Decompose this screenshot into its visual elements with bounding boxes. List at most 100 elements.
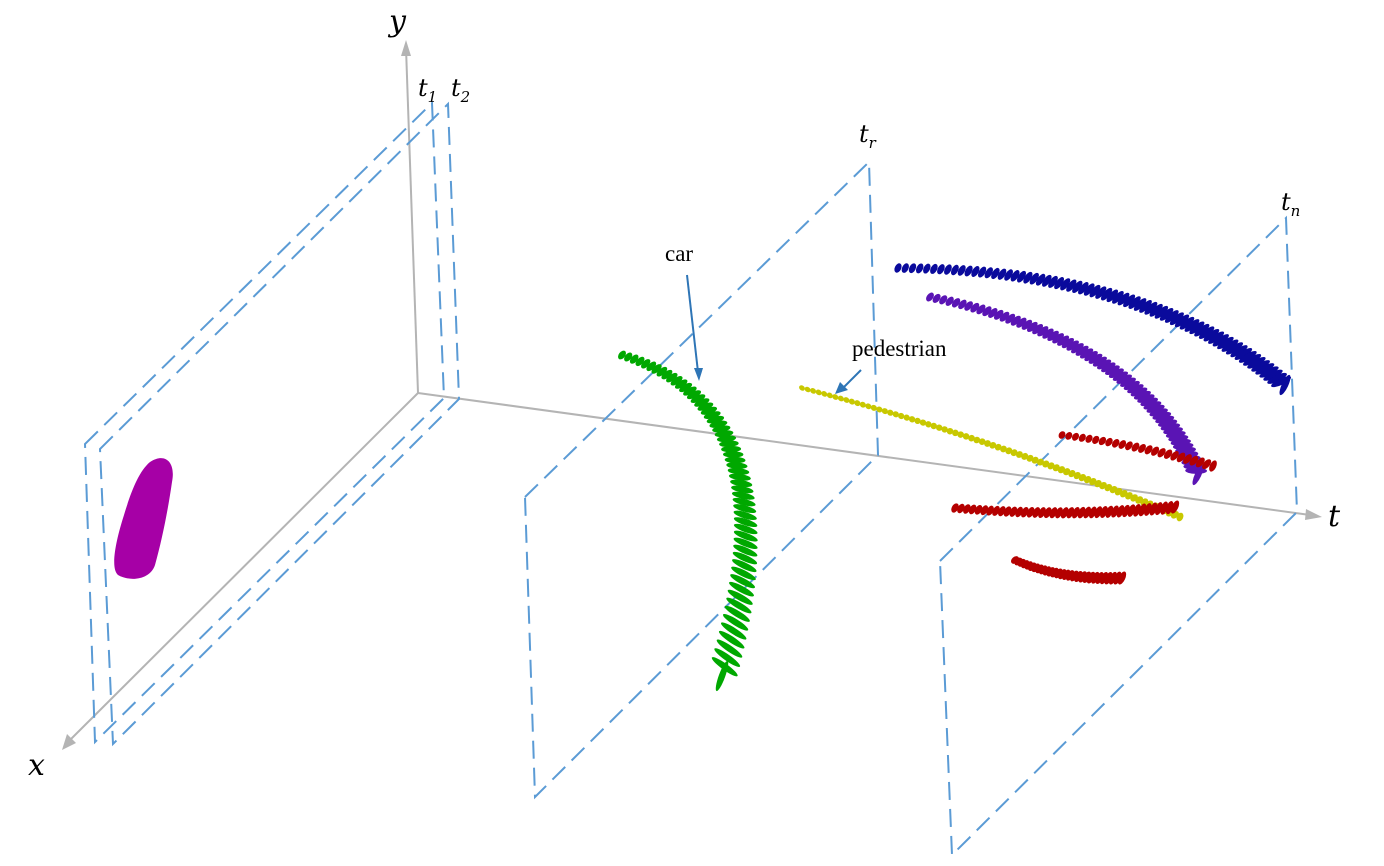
track-blue-frame-mark (1159, 308, 1174, 321)
pedestrian-frame-mark (1037, 458, 1044, 466)
pedestrian-frame-mark (914, 417, 921, 425)
track-blue-frame-mark (1221, 339, 1239, 352)
track-purple-frame-mark (1192, 464, 1204, 486)
car-frame-mark (618, 350, 626, 360)
pedestrian-frame-mark (804, 386, 811, 393)
track-blue-frame-mark (1139, 300, 1152, 313)
track-blue-frame-mark (1238, 350, 1257, 363)
track-purple-frame-mark (939, 295, 948, 305)
pedestrian-frame-mark (989, 441, 997, 449)
pedestrian-frame-mark (859, 401, 866, 408)
track-blue-frame-mark (1023, 271, 1033, 284)
label-t1: t1 (418, 74, 437, 106)
track-red-1-track (1058, 431, 1217, 472)
pedestrian-frame-mark (870, 404, 877, 411)
track-blue-frame-mark (1279, 374, 1291, 396)
track-red-2-frame-mark (1170, 500, 1180, 514)
axes (62, 40, 1322, 750)
track-red-3-frame-mark (1066, 570, 1075, 581)
car-frame-mark (624, 352, 633, 362)
pedestrian-track (799, 385, 1184, 522)
car-frame-mark (723, 451, 744, 458)
track-blue-frame-mark (1016, 270, 1027, 283)
car-frame-mark (686, 390, 702, 400)
car-frame-mark (731, 491, 755, 500)
car-frame-mark (651, 364, 662, 374)
track-purple-frame-mark (1047, 330, 1059, 342)
track-blue-frame-mark (1267, 372, 1287, 384)
track-purple-frame-mark (945, 296, 954, 306)
plane-t1-back (98, 101, 461, 747)
track-blue-frame-mark (1217, 336, 1234, 350)
track-blue-frame-mark (894, 263, 902, 273)
track-blue-frame-mark (1128, 296, 1141, 309)
track-purple-frame-mark (976, 304, 986, 315)
track-blue-frame-mark (1144, 301, 1158, 315)
plane-tn (938, 215, 1299, 858)
track-blue-frame-mark (1184, 319, 1200, 332)
track-blue-frame-mark (1035, 273, 1046, 286)
pedestrian-frame-mark (1021, 452, 1029, 460)
car-frame-mark (719, 440, 739, 448)
car-pointer-arrowhead (694, 368, 703, 381)
track-purple-frame-mark (1101, 362, 1116, 373)
track-blue-frame-mark (1203, 328, 1220, 342)
track-purple-frame-mark (932, 293, 941, 303)
pedestrian-frame-mark (821, 391, 828, 397)
track-blue-frame-mark (1174, 314, 1190, 328)
track-purple-frame-mark (1137, 394, 1155, 403)
track-blue-frame-mark (964, 265, 973, 277)
car-frame-mark (722, 613, 749, 631)
track-red-1-frame-mark (1078, 433, 1086, 442)
track-red-1-frame-mark (1202, 459, 1212, 470)
car-frame-mark (697, 402, 714, 411)
pedestrian-frame-mark (952, 429, 959, 437)
pedestrian-frame-mark (908, 416, 916, 423)
track-blue-frame-mark (1106, 289, 1119, 303)
car-track (618, 350, 758, 692)
car-frame-mark (721, 445, 742, 453)
label-tn: tn (1281, 188, 1300, 220)
track-red-1-frame-mark (1118, 440, 1127, 449)
track-red-1-frame-mark (1183, 454, 1192, 464)
pedestrian-frame-mark (799, 385, 805, 391)
track-blue-frame-mark (977, 266, 987, 278)
track-red-1-frame-mark (1209, 460, 1217, 472)
track-purple-frame-mark (1112, 371, 1129, 381)
pedestrian-frame-mark (810, 388, 817, 394)
track-purple-frame-mark (1146, 404, 1165, 413)
pedestrian-frame-mark (941, 426, 948, 433)
track-purple-frame-mark (1127, 384, 1144, 394)
car-frame-mark (733, 530, 758, 542)
track-blue-frame-mark (1225, 342, 1244, 355)
track-blue-frame-mark (1169, 312, 1184, 326)
track-purple-frame-mark (926, 292, 934, 302)
track-purple-frame-mark (1155, 415, 1175, 424)
track-blue-frame-mark (1255, 363, 1275, 375)
pedestrian-frame-mark (1000, 445, 1007, 453)
track-red-2-frame-mark (1020, 506, 1029, 518)
track-red-1-frame-mark (1195, 457, 1205, 468)
track-blue-frame-mark (1230, 345, 1248, 358)
plane-tr (523, 159, 880, 800)
car-frame-mark (724, 456, 746, 464)
car-frame-mark (666, 372, 678, 383)
car-frame-mark (727, 467, 750, 475)
track-red-1-frame-mark (1163, 449, 1173, 459)
track-purple-frame-mark (1108, 368, 1124, 378)
car-frame-mark (733, 523, 758, 535)
pedestrian-frame-mark (978, 438, 986, 446)
pedestrian-frame-mark (973, 436, 981, 444)
track-purple-frame-mark (1026, 321, 1038, 332)
pedestrian-frame-mark (946, 427, 954, 435)
pedestrian-frame-mark (837, 395, 844, 402)
blob-shape (114, 458, 173, 579)
track-red-2-frame-mark (957, 503, 965, 514)
track-red-1-frame-mark (1157, 448, 1166, 458)
track-purple-frame-mark (1057, 335, 1070, 346)
track-blue-track (894, 263, 1292, 396)
car-frame-mark (661, 369, 673, 380)
track-purple-frame-mark (964, 301, 973, 311)
track-purple-frame-mark (1010, 315, 1021, 326)
car-frame-mark (690, 394, 706, 403)
